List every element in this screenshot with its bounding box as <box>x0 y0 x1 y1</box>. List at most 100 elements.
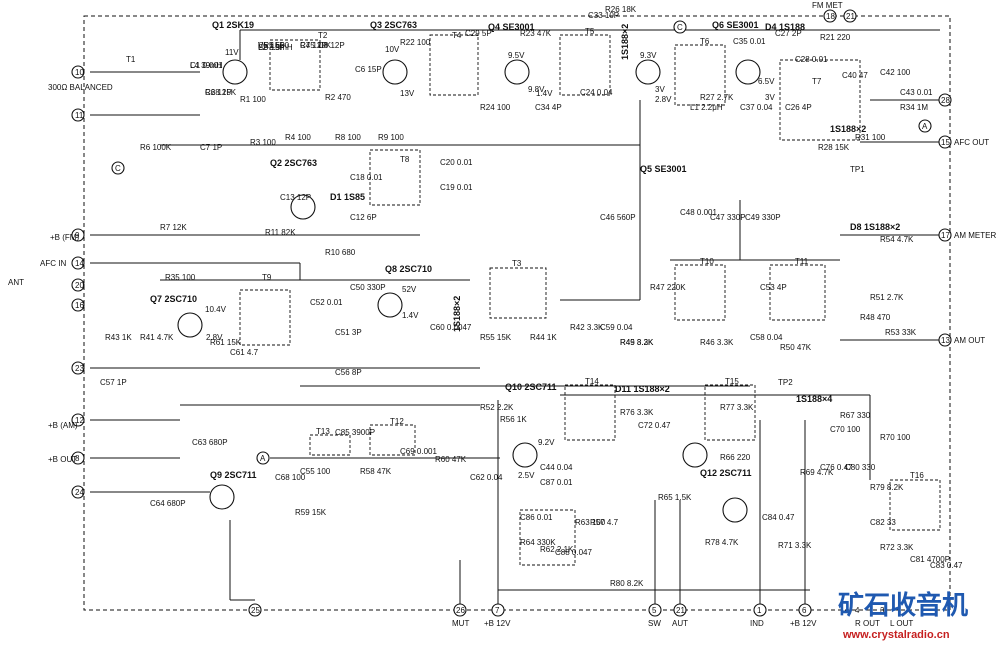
wiring <box>90 29 940 605</box>
voltage-2: 10V <box>385 45 400 54</box>
transistor-q10 <box>512 442 538 468</box>
component-label: R35 100 <box>165 273 196 282</box>
component-label: C28 0.01 <box>795 55 828 64</box>
component-label: C57 1P <box>100 378 127 387</box>
q10-label: Q10 2SC711 <box>505 382 557 392</box>
terminal-28-num: 28 <box>941 96 950 105</box>
t14-label: T14 <box>585 377 599 386</box>
component-label: R48 470 <box>860 313 891 322</box>
terminal-20-num: 20 <box>75 281 84 290</box>
node-c-left <box>111 161 125 175</box>
voltage-1: 11V <box>225 48 239 57</box>
b12v-label-1: +B 12V <box>484 619 511 628</box>
component-label: C64 680P <box>150 499 186 508</box>
terminal-3-num: 3 <box>880 606 885 615</box>
terminal-13 <box>938 333 952 347</box>
component-label: R69 4.7K <box>800 468 834 477</box>
component-label: C8 12P <box>318 41 345 50</box>
component-label: R2 470 <box>325 93 351 102</box>
transistor-q9 <box>209 484 235 510</box>
t5-label: T5 <box>585 27 595 36</box>
terminals <box>71 9 952 617</box>
component-label: C7 1P <box>200 143 222 152</box>
component-label: C44 0.04 <box>540 463 573 472</box>
component-label: C59 0.04 <box>600 323 633 332</box>
component-label: R56 1K <box>500 415 527 424</box>
transformer-t7 <box>779 59 861 141</box>
component-label: R76 3.3K <box>620 408 654 417</box>
watermark-url: www.crystalradio.cn <box>842 629 950 641</box>
component-label: R52 2.2K <box>480 403 514 412</box>
component-label: R23 47K <box>520 29 552 38</box>
component-label: C20 0.01 <box>440 158 473 167</box>
component-label: C19 0.01 <box>440 183 473 192</box>
component-label: R3 100 <box>250 138 276 147</box>
terminal-26-num: 26 <box>456 606 465 615</box>
node-a-left <box>256 451 270 465</box>
terminal-7-num: 7 <box>495 606 500 615</box>
terminal-5 <box>648 603 662 617</box>
transformer-t12 <box>369 424 416 456</box>
t13-label: T13 <box>316 427 330 436</box>
component-label: C68 100 <box>275 473 306 482</box>
node-c-top-label: C <box>677 23 683 32</box>
terminal-8-num: 8 <box>75 454 80 463</box>
terminal-1 <box>753 603 767 617</box>
voltage-17: 1.4V <box>536 89 553 98</box>
component-label: R47 220K <box>650 283 686 292</box>
component-label: C43 0.01 <box>900 88 933 97</box>
component-label: C29 5P <box>465 29 492 38</box>
vr-module <box>519 509 576 566</box>
component-label: C61 4.7 <box>230 348 259 357</box>
terminal-23 <box>71 361 85 375</box>
q6-label: Q6 SE3001 <box>712 20 759 30</box>
q3-label: Q3 2SC763 <box>370 20 417 30</box>
component-label: C18 0.01 <box>350 173 383 182</box>
q1-label: Q1 2SK19 <box>212 20 254 30</box>
component-label: R31 100 <box>855 133 886 142</box>
ant-label: ANT <box>8 278 24 287</box>
terminal-16 <box>71 298 85 312</box>
terminal-24 <box>71 485 85 499</box>
component-label: R46 3.3K <box>700 338 734 347</box>
component-label: R79 8.2K <box>870 483 904 492</box>
voltage-labels: 11V 10V 9.5V 9.3V 6.5V 13V 9.8V 3V 52V 1… <box>205 45 775 480</box>
afc-in-label: AFC IN <box>40 259 66 268</box>
transformer-t4 <box>429 34 479 96</box>
component-label: C82 33 <box>870 518 896 527</box>
component-label: R42 3.3K <box>570 323 604 332</box>
t1-label: T1 <box>126 55 136 64</box>
q9-label: Q9 2SC711 <box>210 470 257 480</box>
transformer-t5 <box>559 34 611 96</box>
component-label: C53 4P <box>760 283 787 292</box>
mut-label: MUT <box>452 619 469 628</box>
component-label: C80 330 <box>845 463 876 472</box>
tp2-label: TP2 <box>778 378 793 387</box>
d11-label: D11 1S188×2 <box>615 384 670 394</box>
sw-label: SW <box>648 619 661 628</box>
component-label: R58 47K <box>360 467 392 476</box>
l-out-label: L OUT <box>890 619 913 628</box>
component-label: C86 0.01 <box>520 513 553 522</box>
component-label: R71 3.3K <box>778 541 812 550</box>
voltage-11: 10.4V <box>205 305 227 314</box>
voltage-14: 2.8V <box>206 333 223 342</box>
component-label: R72 3.3K <box>880 543 914 552</box>
transformer-labels: T1 T2 T3 T4 T5 T6 T7 T8 T9 T10 T11 T12 T… <box>126 27 924 480</box>
component-label: C76 0.47 <box>820 463 853 472</box>
component-label: R68 15K <box>205 88 237 97</box>
transistor-q5 <box>635 59 661 85</box>
component-label: C56 8P <box>335 368 362 377</box>
terminal-8 <box>71 451 85 465</box>
component-label: C84 0.47 <box>762 513 795 522</box>
component-label: R45 3.3K <box>620 338 654 347</box>
q8-label: Q8 2SC710 <box>385 264 432 274</box>
transformer-t6 <box>674 44 726 106</box>
component-label: C40 47 <box>842 71 868 80</box>
voltage-10: 1.4V <box>402 311 419 320</box>
component-label: L1 2.2μH <box>690 103 723 112</box>
transformer-t13 <box>309 434 351 456</box>
transistor-q4 <box>504 59 530 85</box>
component-label: C37 0.04 <box>740 103 773 112</box>
